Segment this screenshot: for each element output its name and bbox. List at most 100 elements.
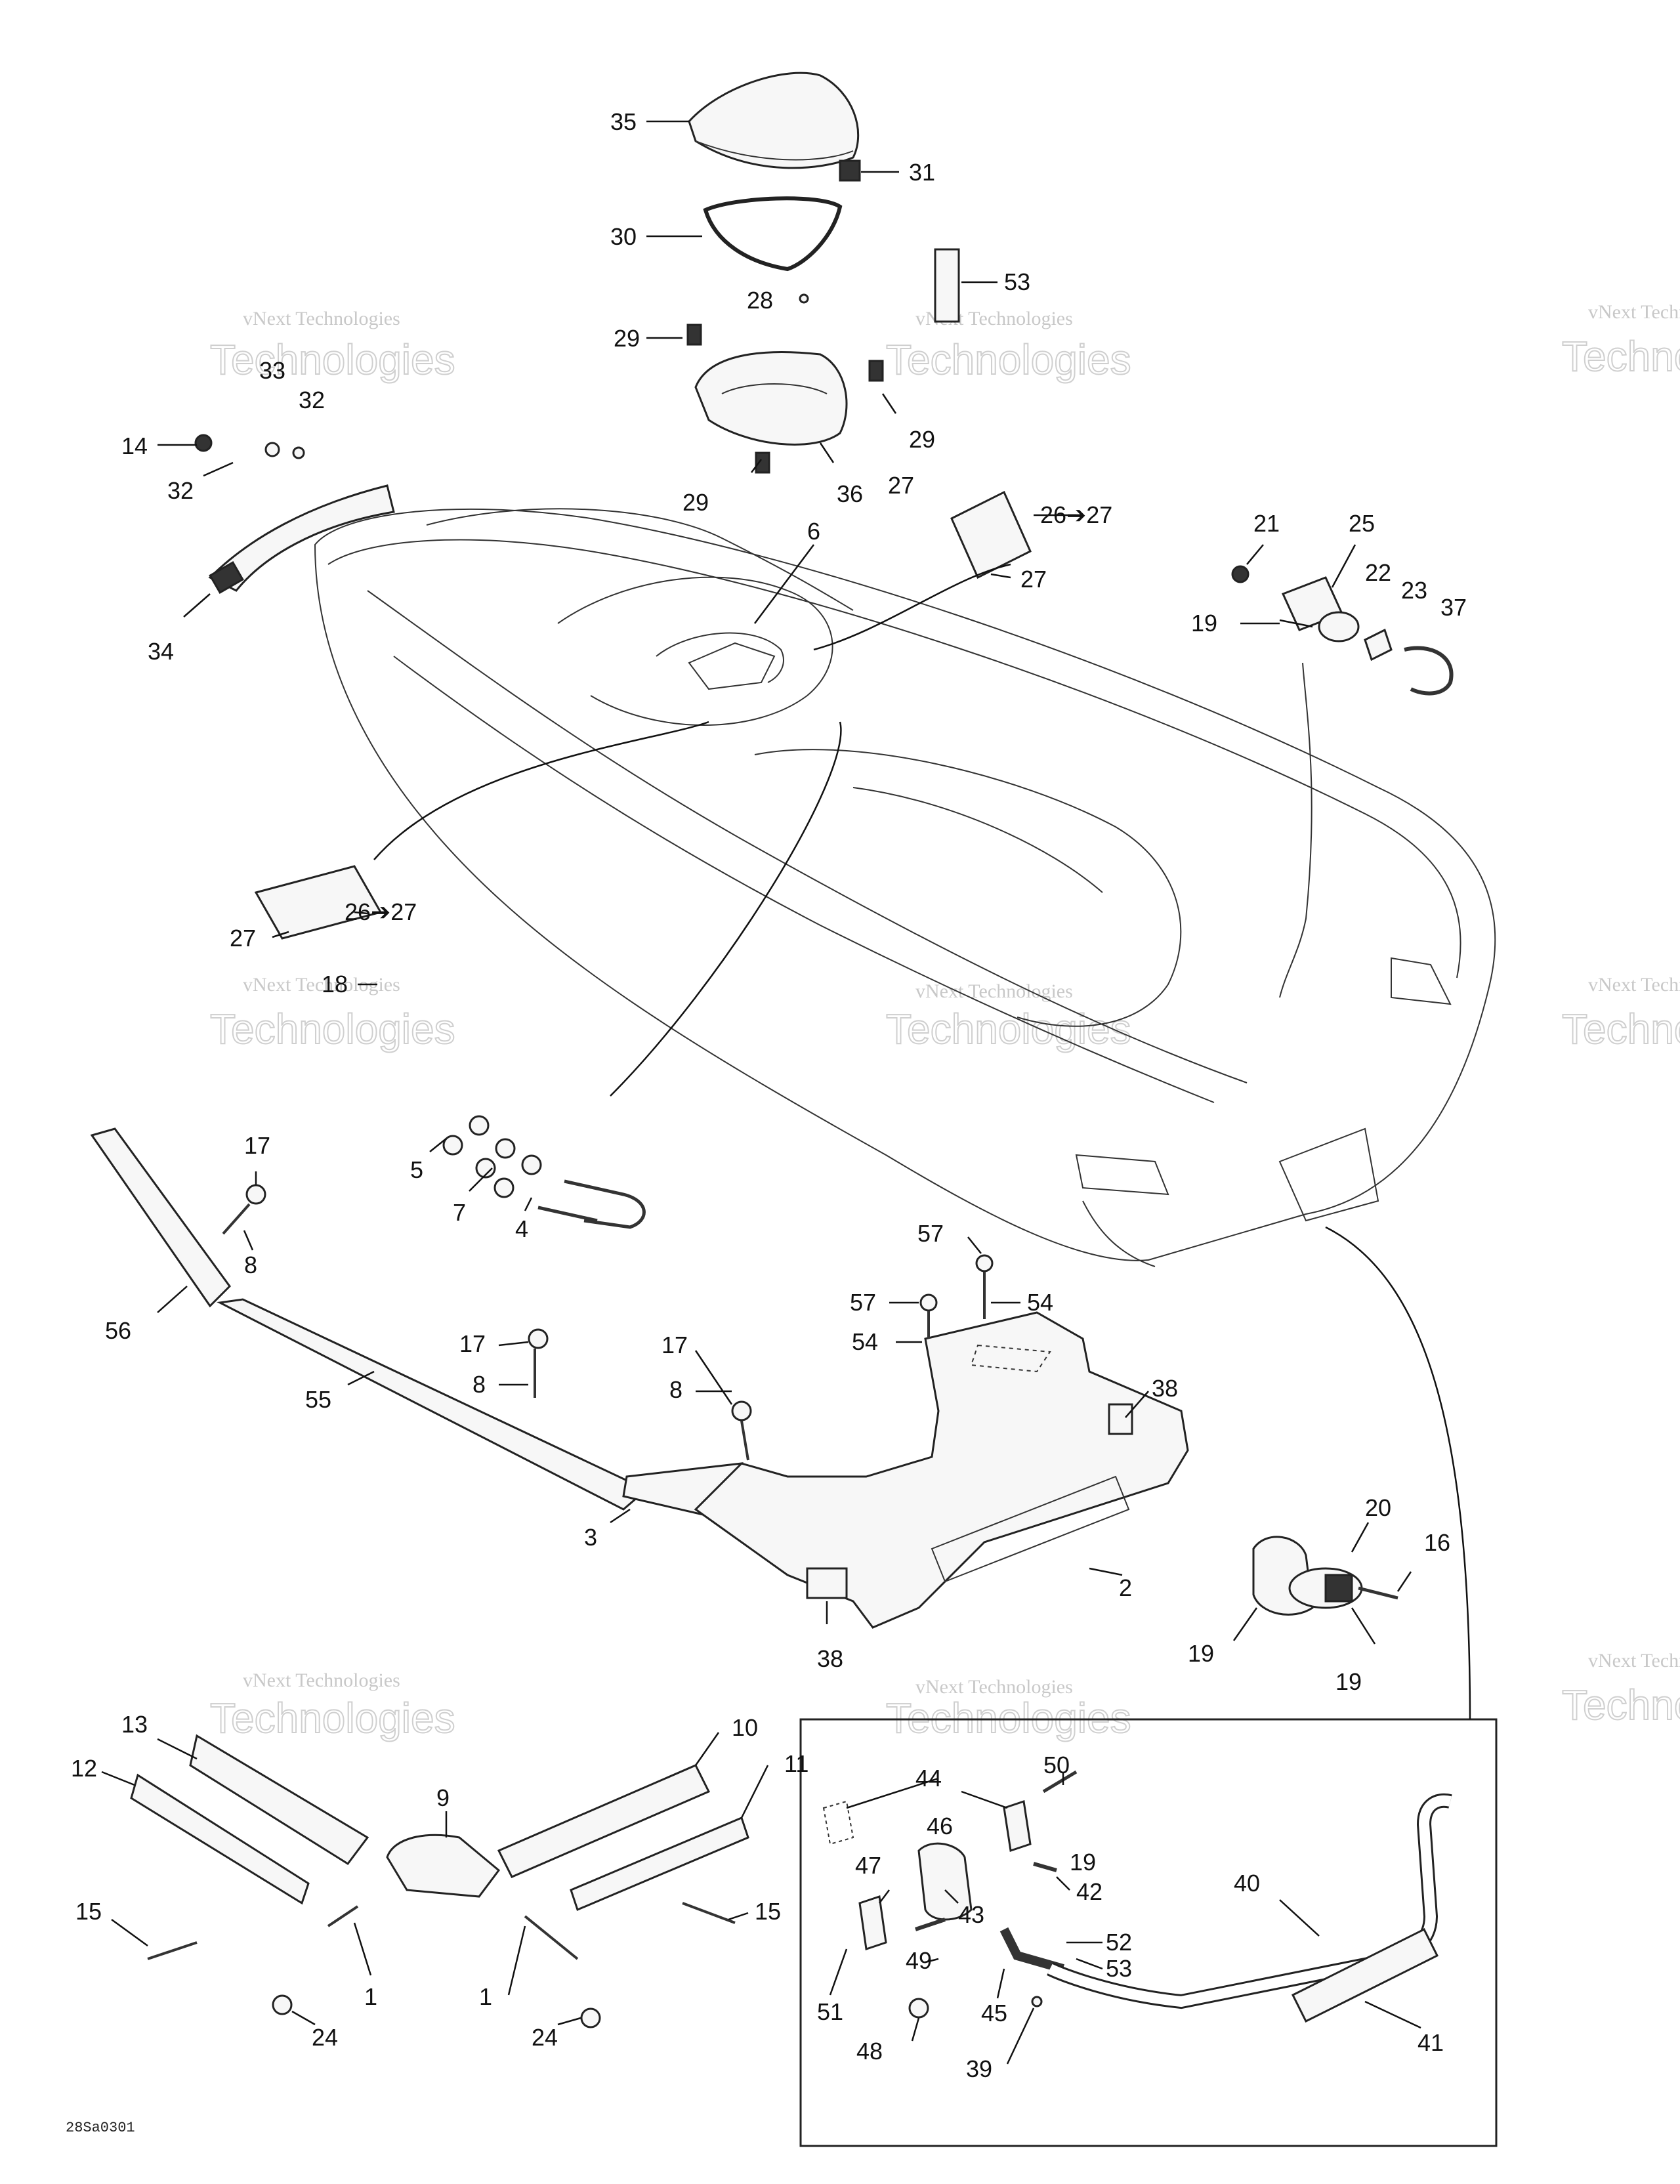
figure-code: 28Sa0301 xyxy=(66,2120,135,2136)
callout-label: 29 xyxy=(909,426,935,453)
watermark-big-text: Technologies xyxy=(1562,333,1680,380)
callout-label: 53 xyxy=(1106,1955,1132,1982)
storage-parts xyxy=(686,72,960,474)
callout-label: 9 xyxy=(436,1784,450,1811)
callout-label: 42 xyxy=(1076,1878,1102,1905)
watermark-big-text: Technologies xyxy=(210,336,455,383)
callout-label: 6 xyxy=(807,518,820,545)
watermark-big-text: Technologies xyxy=(1562,1681,1680,1729)
callout-label: 8 xyxy=(244,1251,257,1278)
fastener-parts xyxy=(222,1184,994,1461)
callout-label: 38 xyxy=(817,1645,843,1672)
mat-parts xyxy=(90,1127,1189,1629)
bumper-rail-parts xyxy=(130,1734,749,2028)
callout-label: 21 xyxy=(1253,510,1280,537)
callout-label: 17 xyxy=(662,1332,688,1358)
callout-label: 17 xyxy=(459,1330,486,1357)
drain-plug-parts xyxy=(1252,1536,1398,1616)
callout-label: 49 xyxy=(906,1947,932,1974)
callout-label: 3 xyxy=(584,1524,597,1551)
watermark-text: vNext Technologies xyxy=(243,308,400,329)
watermark-big-text: Technologies xyxy=(210,1005,455,1053)
callout-label: 1 xyxy=(364,1983,377,2010)
callout-label: 28 xyxy=(747,287,773,314)
leader-lines xyxy=(101,120,1471,2065)
callout-label: 19 xyxy=(1188,1640,1214,1667)
watermark-group: vNext Technologies Technologies vNext Te… xyxy=(209,301,1680,1742)
watermark-big-text: Technologies xyxy=(886,1694,1131,1742)
callout-label: 54 xyxy=(852,1328,878,1355)
callout-label: 36 xyxy=(837,480,863,507)
reboarding-handle-inset xyxy=(799,1718,1498,2147)
callout-label: 15 xyxy=(755,1898,781,1925)
callout-label: 43 xyxy=(958,1901,984,1928)
callout-label: 52 xyxy=(1106,1929,1132,1956)
callout-label: 41 xyxy=(1418,2029,1444,2056)
callout-label: 54 xyxy=(1027,1289,1053,1316)
callout-label: 11 xyxy=(784,1750,808,1777)
callout-label: 8 xyxy=(472,1371,486,1398)
callout-label: 47 xyxy=(855,1852,881,1879)
callout-label: 19 xyxy=(1070,1849,1096,1876)
watermark-big-text: Technologies xyxy=(886,336,1131,383)
callout-label: 15 xyxy=(75,1898,102,1925)
watermark-big-text: Technologies xyxy=(886,1005,1131,1053)
callout-label: 25 xyxy=(1349,510,1375,537)
callout-label: 53 xyxy=(1004,268,1030,295)
watermark-text: vNext Technologies xyxy=(1588,974,1680,996)
callout-label: 22 xyxy=(1365,559,1391,586)
callout-label: 57 xyxy=(850,1289,876,1316)
callout-label: 30 xyxy=(610,223,637,250)
callout-label: 24 xyxy=(312,2024,338,2051)
callout-label: 27 xyxy=(230,925,256,952)
callout-label: 1 xyxy=(479,1983,492,2010)
callout-label: 29 xyxy=(614,325,640,352)
callout-label: 39 xyxy=(966,2055,992,2082)
callout-label: 2 xyxy=(1119,1574,1132,1601)
watermark-text: vNext Technologies xyxy=(915,1676,1073,1698)
watermark-text: vNext Technologies xyxy=(1588,1650,1680,1671)
watermark-text: vNext Technologies xyxy=(243,1670,400,1691)
callout-label: 13 xyxy=(121,1711,148,1738)
callout-label: 29 xyxy=(682,489,709,516)
callout-label: 50 xyxy=(1043,1752,1070,1778)
callout-label: 45 xyxy=(981,2000,1007,2026)
callout-label: 19 xyxy=(1335,1668,1362,1695)
hardware-parts xyxy=(442,1115,646,1229)
callout-label: 55 xyxy=(305,1386,331,1413)
watermark-text: vNext Technologies xyxy=(915,980,1073,1002)
callout-label: 12 xyxy=(71,1755,97,1782)
callout-label: 26➔27 xyxy=(345,898,417,925)
callout-label: 4 xyxy=(515,1215,528,1242)
callout-label: 26➔27 xyxy=(1040,501,1112,528)
callout-label: 7 xyxy=(453,1199,466,1226)
callout-label: 37 xyxy=(1440,594,1467,621)
vent-cover-parts xyxy=(254,490,1032,940)
callout-label: 32 xyxy=(167,477,194,504)
bow-eye-parts xyxy=(1231,565,1454,998)
callout-label: 8 xyxy=(669,1376,682,1403)
callout-label: 56 xyxy=(105,1317,131,1344)
bumper-strip-parts xyxy=(194,434,395,595)
callout-label: 57 xyxy=(917,1220,944,1247)
callout-label: 34 xyxy=(148,638,174,665)
callout-label: 17 xyxy=(244,1132,270,1159)
callout-label: 33 xyxy=(259,357,285,384)
callout-labels: 35 31 30 53 28 29 29 29 36 33 32 14 32 3… xyxy=(71,108,1467,2082)
callout-label: 40 xyxy=(1234,1870,1260,1897)
watermark-big-text: Technologies xyxy=(1562,1005,1680,1053)
watermark-big-text: Technologies xyxy=(210,1694,455,1742)
callout-label: 38 xyxy=(1152,1375,1178,1402)
hull-body xyxy=(314,508,1496,1267)
callout-label: 51 xyxy=(817,1998,843,2025)
watermark-text: vNext Technologies xyxy=(1588,301,1680,323)
inset-frame xyxy=(799,1718,1498,2147)
callout-label: 23 xyxy=(1401,577,1427,604)
callout-label: 35 xyxy=(610,108,637,135)
callout-label: 31 xyxy=(909,159,935,186)
callout-label: 27 xyxy=(1020,566,1047,593)
callout-label: 20 xyxy=(1365,1494,1391,1521)
callout-label: 16 xyxy=(1424,1529,1450,1556)
callout-label: 27 xyxy=(888,472,914,499)
